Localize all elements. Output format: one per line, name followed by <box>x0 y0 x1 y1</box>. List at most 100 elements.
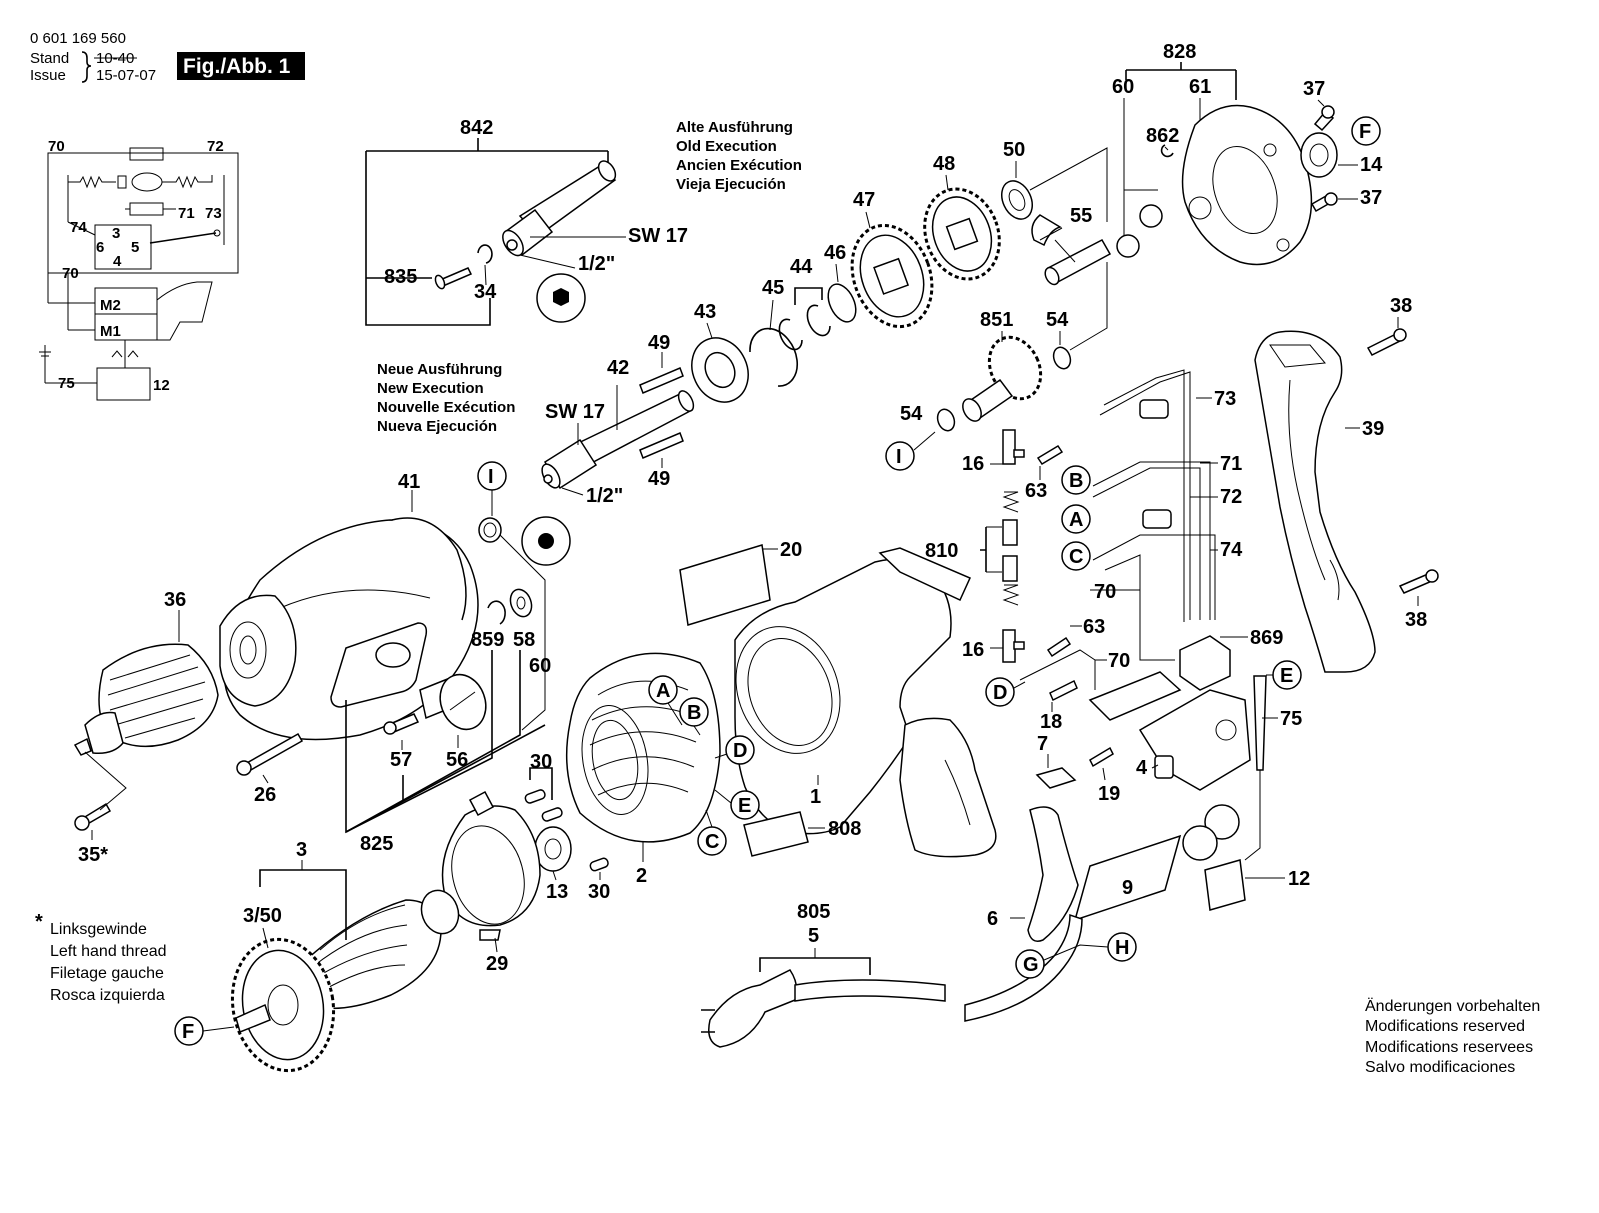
cord-guard-6 <box>1027 806 1079 942</box>
callouts-p6-label: 6 <box>987 908 998 930</box>
spindle-new <box>541 390 695 490</box>
ring-44b <box>806 304 831 337</box>
screw-19 <box>1089 746 1114 768</box>
old_execution-0-label: Alte Ausführung <box>676 119 793 136</box>
old_execution-1-label: Old Execution <box>676 138 777 155</box>
callouts-p30a-label: 30 <box>530 751 552 773</box>
doc-number: 0 601 169 560 <box>30 30 126 47</box>
brush-set-810 <box>1002 491 1020 606</box>
callouts-p5-label: 5 <box>808 925 819 947</box>
letters-13-label: E <box>1280 665 1293 687</box>
callouts-half_b-label: 1/2" <box>586 485 623 507</box>
modifications-note: Änderungen vorbehalten Modifications res… <box>1365 997 1540 1076</box>
ref-A-left <box>648 675 678 705</box>
bearing-43 <box>691 337 749 403</box>
gear-case-41 <box>219 517 479 741</box>
bushing-I <box>478 517 502 543</box>
bearing-14 <box>1300 132 1338 178</box>
wiring-harness <box>1092 369 1216 661</box>
callouts-p18-label: 18 <box>1040 711 1062 733</box>
callouts-p42-label: 42 <box>607 357 629 379</box>
callouts-p70b-label: 70 <box>1108 650 1130 672</box>
callouts-p16b-label: 16 <box>962 639 984 661</box>
old_execution-3-label: Vieja Ejecución <box>676 176 786 193</box>
washer-58 <box>509 588 533 618</box>
pins-30-top <box>524 789 563 822</box>
callouts-p75-label: 75 <box>1280 708 1302 730</box>
left-thread-note: * Linksgewinde Left hand thread Filetage… <box>35 911 167 1004</box>
callouts-p50-label: 50 <box>1003 139 1025 161</box>
callouts-p54b-label: 54 <box>1046 309 1069 331</box>
callouts-p35-label: 35* <box>78 844 108 866</box>
brace-icon <box>81 51 92 83</box>
wiring-labels-12-label: 75 <box>58 375 75 392</box>
ref-G <box>1015 949 1045 979</box>
screw-63-bottom <box>1046 636 1072 658</box>
wiring-labels-9-label: 70 <box>62 265 79 282</box>
callouts-p862-label: 862 <box>1146 125 1179 147</box>
cable-75 <box>1253 675 1267 771</box>
washer-54-bottom <box>936 408 956 432</box>
letters-2-label: F <box>1359 121 1371 143</box>
trigger-outline <box>156 281 213 341</box>
brush-holder-16-bottom <box>1002 629 1025 663</box>
callouts-p1-label: 1 <box>810 786 821 808</box>
key-49-bottom <box>639 432 684 459</box>
screw-57 <box>383 713 420 735</box>
new_execution-3-label: Nueva Ejecución <box>377 418 497 435</box>
issue-value: 15-07-07 <box>96 67 156 84</box>
callouts-p14-label: 14 <box>1360 154 1383 176</box>
letters-9-label: A <box>1069 509 1083 531</box>
callouts-p859-label: 859 <box>471 629 504 651</box>
gear-48 <box>923 187 1001 281</box>
wiring-labels-8-label: 4 <box>113 253 122 270</box>
letters-14-label: G <box>1023 954 1039 976</box>
left_thread_note-lines-0-label: Linksgewinde <box>50 921 147 938</box>
callouts-p12-label: 12 <box>1288 868 1310 890</box>
letters-3-label: F <box>182 1021 194 1043</box>
rear-handle-39 <box>1254 330 1376 673</box>
wiring-labels-4-label: 71 <box>178 205 195 222</box>
callouts-p45-label: 45 <box>762 277 784 299</box>
screw-38-top <box>1366 328 1407 356</box>
callouts-p37a-label: 37 <box>1303 78 1325 100</box>
callouts-p60-label: 60 <box>1112 76 1134 98</box>
ref-F-top <box>1351 116 1381 146</box>
callouts-p851-label: 851 <box>980 309 1013 331</box>
fan-baffle-29 <box>441 790 541 941</box>
letters-7-label: D <box>733 740 747 762</box>
modifications_note-3-label: Salvo modificaciones <box>1365 1059 1515 1076</box>
callouts-p9-label: 9 <box>1122 877 1133 899</box>
suppressor-block <box>96 367 151 401</box>
callouts-p38a-label: 38 <box>1390 295 1412 317</box>
washer-54-top <box>1052 346 1072 370</box>
wiring-labels-10-label: M2 <box>100 297 121 314</box>
letters-15-label: H <box>1115 937 1129 959</box>
callouts-p49b-label: 49 <box>648 468 670 490</box>
label-20 <box>679 544 771 626</box>
callouts-p7-label: 7 <box>1037 733 1048 755</box>
callouts-p43-label: 43 <box>694 301 716 323</box>
letters-0-label: I <box>488 466 494 488</box>
callouts-p29-label: 29 <box>486 953 508 975</box>
callouts-p36-label: 36 <box>164 589 186 611</box>
ref-E-left <box>730 790 760 820</box>
letters-11-label: C <box>1069 546 1083 568</box>
washer-50 <box>1001 180 1033 220</box>
callouts-p34-label: 34 <box>474 281 497 303</box>
gear-47 <box>850 223 934 329</box>
shift-fork-55 <box>1031 214 1112 286</box>
callouts-p26-label: 26 <box>254 784 276 806</box>
wiring-labels-5-label: 73 <box>205 205 222 222</box>
screw-63-top <box>1036 444 1064 466</box>
callouts-sw17a-label: SW 17 <box>628 225 688 247</box>
figure-label: Fig./Abb. 1 <box>183 55 291 78</box>
callouts-p37b-label: 37 <box>1360 187 1382 209</box>
issue-label: Issue <box>30 67 66 84</box>
callouts-p805-label: 805 <box>797 901 830 923</box>
brush-holder-16-top <box>1002 429 1025 465</box>
label-9 <box>1073 834 1182 922</box>
callouts-p13-label: 13 <box>546 881 568 903</box>
callouts-p61-label: 61 <box>1189 76 1211 98</box>
